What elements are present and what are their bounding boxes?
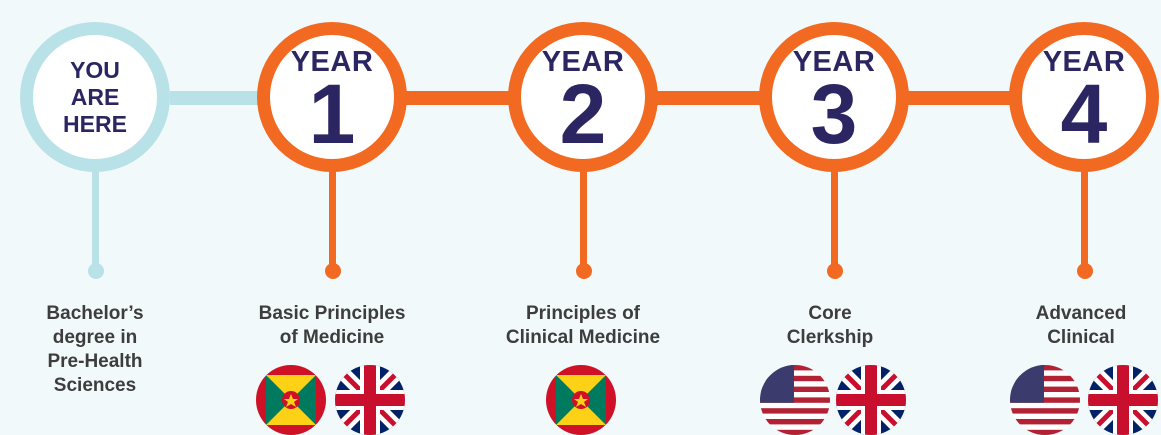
stem-year-1 [329, 170, 336, 270]
connector-line-2-3 [650, 91, 765, 105]
connector-line-current [170, 91, 260, 105]
year-1-label-line: Basic Principles [258, 303, 406, 324]
stem-current [92, 170, 99, 270]
year-2-label-line: Principles of [525, 303, 641, 324]
you-are-here-circle: YOU ARE HERE [20, 22, 170, 172]
stem-dot-year-1 [325, 263, 341, 279]
year-4-label-line: Clinical [1047, 327, 1115, 348]
year-3-label-line: Core [808, 303, 852, 324]
year-word: YEAR [1042, 46, 1126, 78]
year-3-label-line: Clerkship [786, 327, 874, 348]
year-4-circle: YEAR 4 [1009, 22, 1159, 172]
grenada-flag-icon [256, 365, 326, 435]
year-3-label: Core Clerkship [735, 302, 925, 350]
uk-flag-icon [836, 365, 906, 435]
start-label-line: Bachelor’s [46, 303, 144, 324]
year-1-label: Basic Principles of Medicine [222, 302, 442, 350]
stem-year-2 [580, 170, 587, 270]
year-1-circle: YEAR 1 [257, 22, 407, 172]
year-word: YEAR [541, 46, 625, 78]
year-2-label: Principles of Clinical Medicine [468, 302, 698, 350]
us-flag-icon [760, 365, 830, 435]
year-2-circle: YEAR 2 [508, 22, 658, 172]
year-number: 4 [1060, 67, 1108, 161]
stem-dot-year-4 [1077, 263, 1093, 279]
stem-year-4 [1081, 170, 1088, 270]
start-label: Bachelor’s degree in Pre-Health Sciences [10, 302, 180, 398]
stem-dot-year-2 [576, 263, 592, 279]
connector-line-3-4 [900, 91, 1015, 105]
start-label-line: degree in [52, 327, 138, 348]
year-word: YEAR [290, 46, 374, 78]
year-4-label: Advanced Clinical [986, 302, 1161, 350]
you-are-here-line: HERE [63, 110, 127, 137]
year-2-label-line: Clinical Medicine [505, 327, 661, 348]
you-are-here-line: ARE [70, 83, 120, 110]
year-3-circle: YEAR 3 [759, 22, 909, 172]
stem-dot-year-3 [827, 263, 843, 279]
year-1-label-line: of Medicine [279, 327, 385, 348]
uk-flag-icon [335, 365, 405, 435]
stem-dot-current [88, 263, 104, 279]
start-label-line: Sciences [53, 375, 137, 396]
connector-line-1-2 [400, 91, 515, 105]
you-are-here-line: YOU [70, 56, 120, 83]
grenada-flag-icon [546, 365, 616, 435]
year-number: 2 [559, 67, 607, 161]
uk-flag-icon [1088, 365, 1158, 435]
start-label-line: Pre-Health [47, 351, 143, 372]
us-flag-icon [1010, 365, 1080, 435]
year-number: 3 [810, 67, 858, 161]
year-4-label-line: Advanced [1035, 303, 1127, 324]
year-word: YEAR [792, 46, 876, 78]
stem-year-3 [831, 170, 838, 270]
year-number: 1 [308, 67, 356, 161]
